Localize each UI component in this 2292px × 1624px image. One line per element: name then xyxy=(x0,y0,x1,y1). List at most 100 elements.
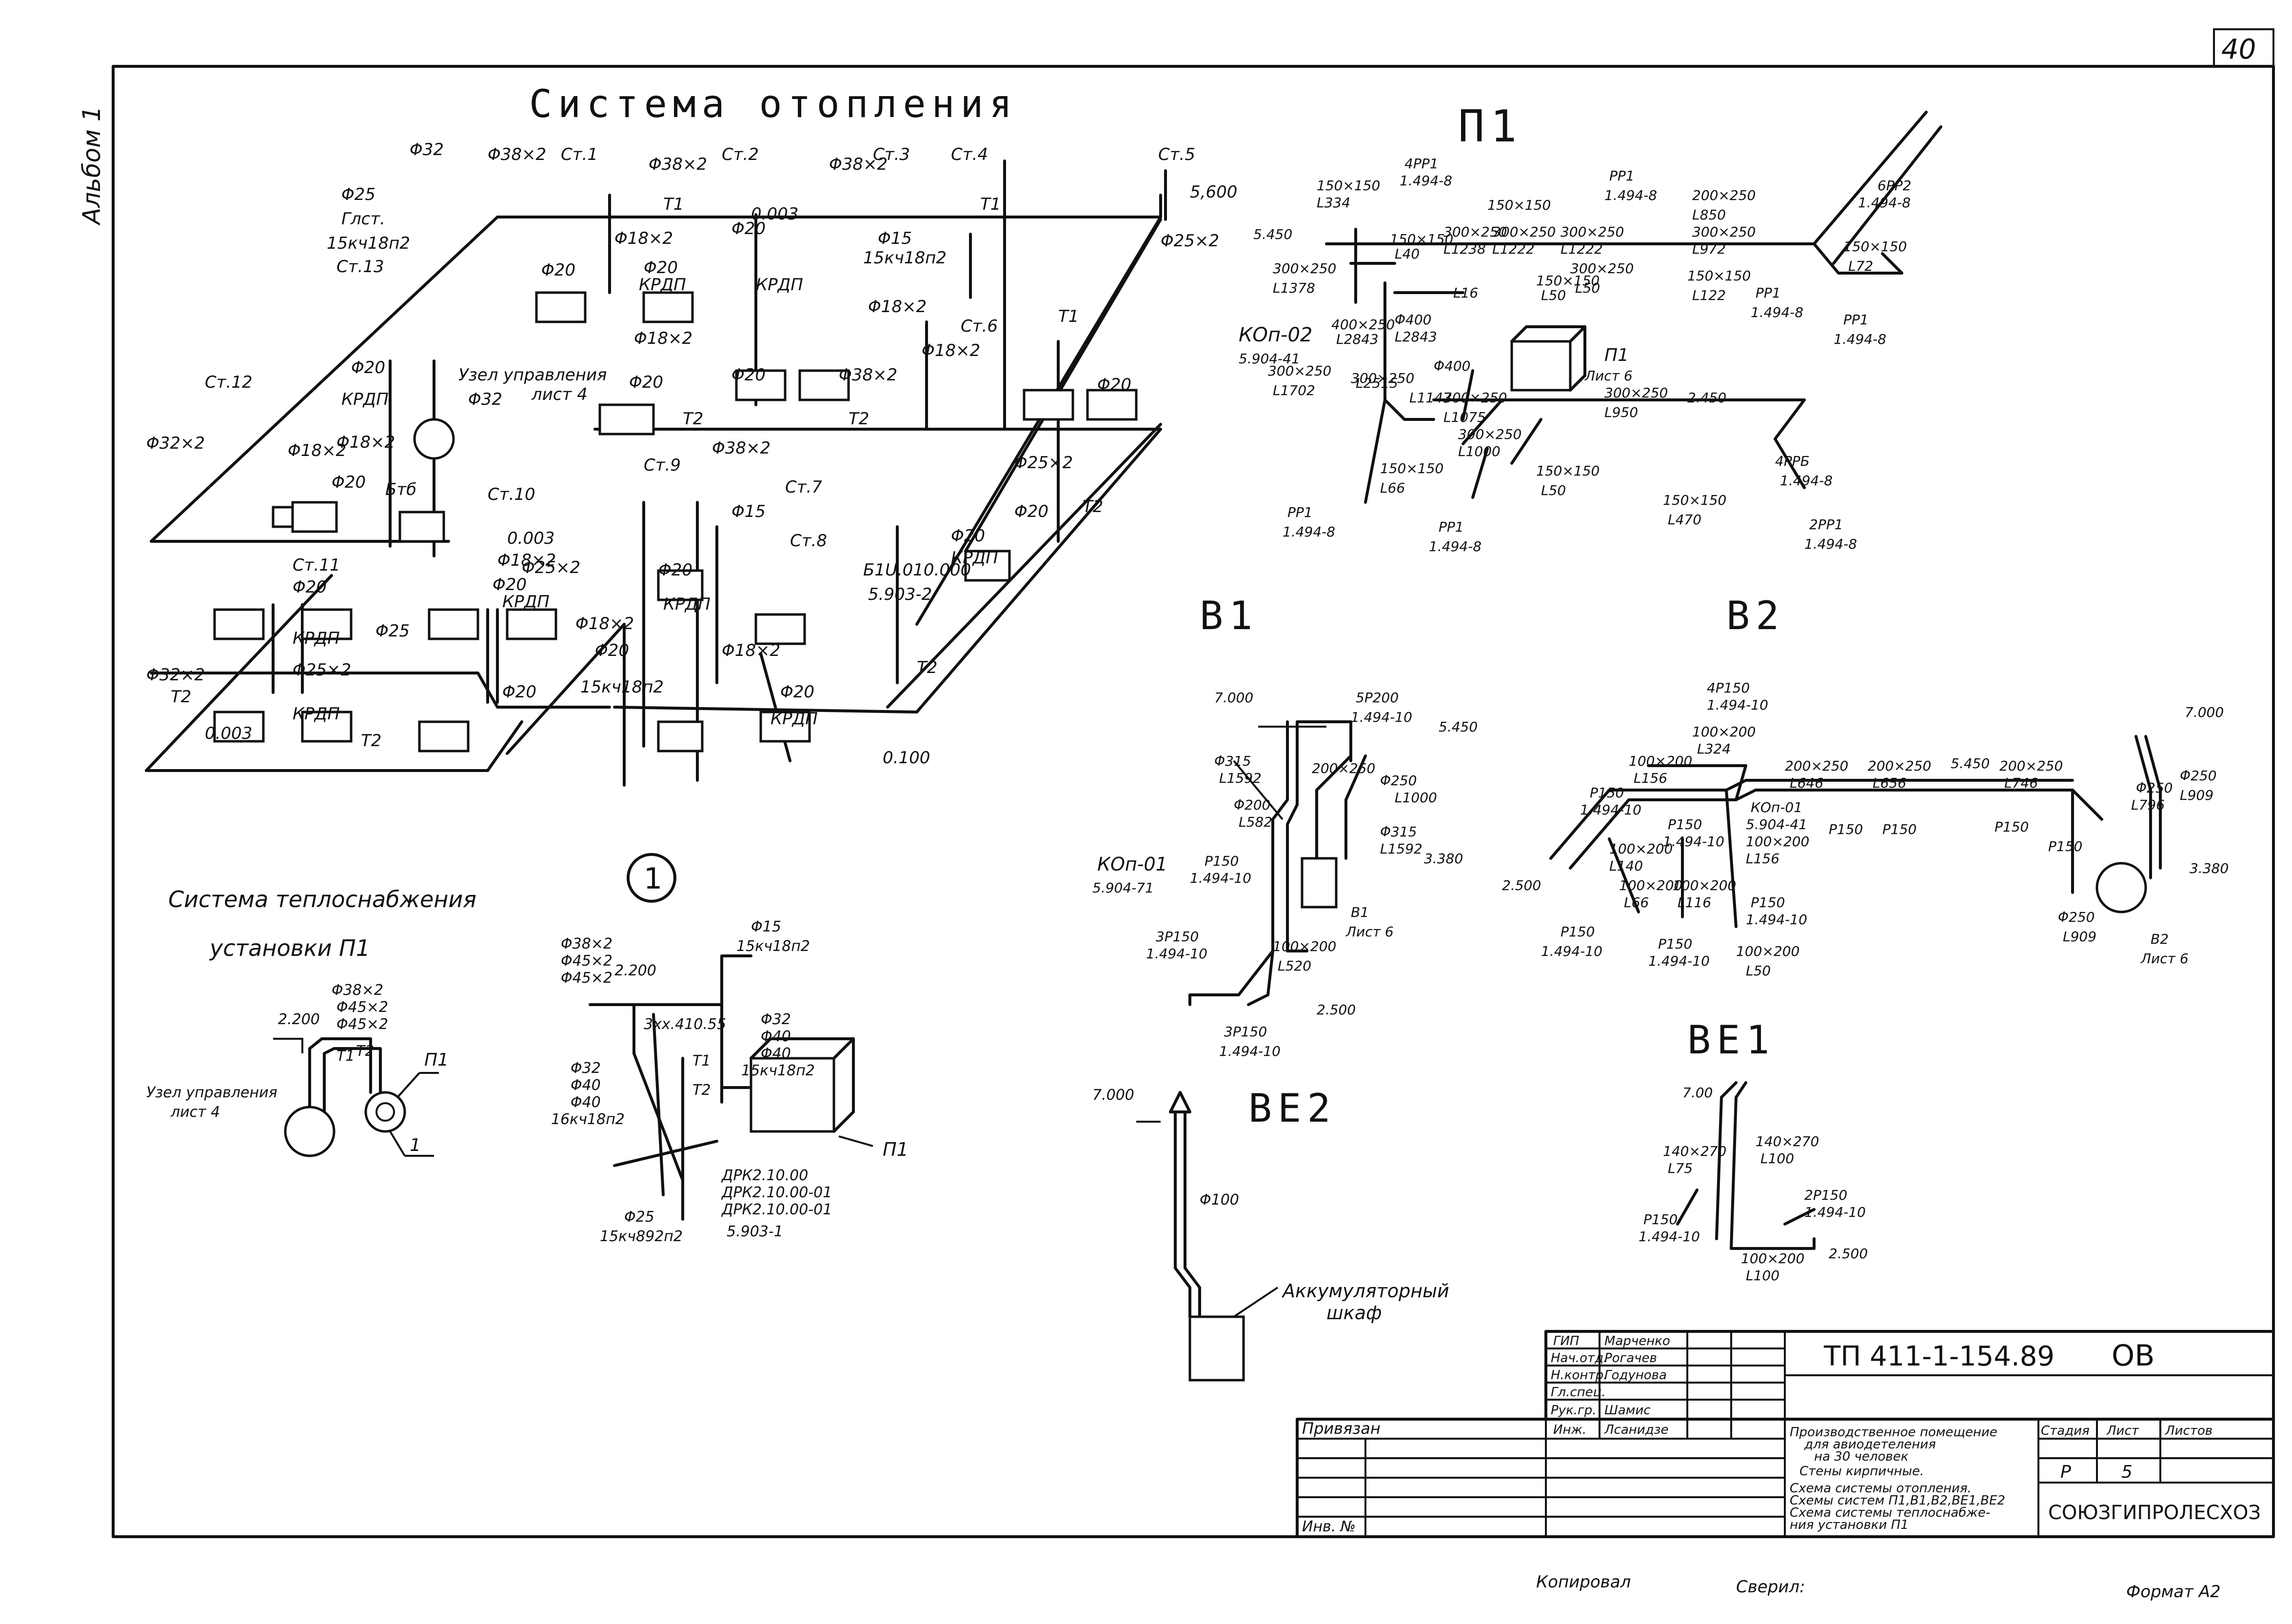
p1-duct: 150×150 xyxy=(1380,460,1443,476)
b2-grille: Р150 xyxy=(1590,785,1624,801)
organization: СОЮЗГИПРОЛЕСХОЗ xyxy=(2048,1502,2261,1524)
pipe-label: Т2 xyxy=(171,687,191,707)
be1-duct: 140×270 xyxy=(1756,1133,1819,1149)
person-name: Шамис xyxy=(1604,1403,1651,1418)
sheet-number: 40 xyxy=(2221,34,2256,65)
hs-pipe: Т1 xyxy=(336,1048,355,1065)
riser-label: Ст.13 xyxy=(336,257,384,277)
detail-diameter: Φ25 xyxy=(624,1208,654,1226)
p1-grille: 6РР2 xyxy=(1877,178,1911,194)
sheet-desc-line: Схемы систем П1,В1,В2,ВЕ1,ВЕ2 xyxy=(1790,1493,2005,1508)
heating-title: Система отопления xyxy=(529,82,1018,126)
b2-duct: 100×200 xyxy=(1609,841,1673,857)
riser-label: Ст.12 xyxy=(205,373,253,392)
detail-diameter: Φ40 xyxy=(761,1028,791,1045)
detail-code: ДРК2.10.00-01 xyxy=(721,1201,832,1218)
p1-duct: 300×250 xyxy=(1351,370,1414,386)
detail-pipe: Т1 xyxy=(692,1052,711,1069)
p1-unit: П1 xyxy=(1604,345,1629,365)
diameter-label: Φ20 xyxy=(1014,502,1048,521)
detail-elev: 2.200 xyxy=(614,962,656,979)
p1-grille: 4РРБ xyxy=(1775,453,1810,469)
p1-grille: РР1 xyxy=(1439,519,1464,535)
hs-node: Узел управления xyxy=(146,1084,277,1101)
p1-grille-code: 1.494-8 xyxy=(1751,304,1803,320)
b1-duct: Φ315 xyxy=(1214,753,1251,769)
description-line: на 30 человек xyxy=(1814,1449,1909,1464)
title-block: ТП 411-1-154.89 ОВ ГИП Нач.отд. Н.контр.… xyxy=(1296,1330,2275,1538)
p1-elev: 2.450 xyxy=(1687,390,1726,406)
pipe-label: Т2 xyxy=(1083,497,1103,516)
p1-title: П1 xyxy=(1458,101,1522,152)
hs-mark: 1 xyxy=(410,1135,421,1155)
b2-duct: Φ250 xyxy=(2180,768,2216,784)
p1-duct: L66 xyxy=(1380,480,1405,496)
be2-duct: Φ100 xyxy=(1200,1191,1239,1208)
b1-duct: Φ250 xyxy=(1380,772,1417,789)
diameter-label: Φ20 xyxy=(502,682,536,702)
krdp-label: КРДП xyxy=(951,548,998,568)
diameter-label: Φ20 xyxy=(1097,375,1131,395)
b2-duct: L909 xyxy=(2063,929,2096,945)
krdp-label: КРДП xyxy=(293,704,340,724)
riser-label: Ст.4 xyxy=(951,145,988,164)
sheet-desc-line: Схема системы отопления. xyxy=(1790,1481,1972,1496)
p1-duct: L16 xyxy=(1453,285,1478,301)
b2-duct: L646 xyxy=(1790,775,1823,791)
b1-grille: 5Р200 xyxy=(1356,690,1399,706)
sheet-desc-line: Схема системы теплоснабже- xyxy=(1790,1505,1990,1520)
heat-supply-system: Система теплоснабжения установки П1 Φ38×… xyxy=(146,886,476,1157)
p1-duct: L1147 xyxy=(1409,390,1452,406)
heat-supply-title: Система теплоснабжения xyxy=(168,886,476,912)
role-label: Инж. xyxy=(1553,1423,1586,1437)
b2-duct: 100×200 xyxy=(1692,724,1756,740)
diameter-label: Φ20 xyxy=(644,258,678,277)
b2-grille: Р150 xyxy=(1561,924,1595,940)
person-name: Марченко xyxy=(1604,1334,1670,1348)
pipe-label: Т1 xyxy=(663,195,684,214)
p1-grille: 2РР1 xyxy=(1809,516,1843,533)
diameter-label: Φ15 xyxy=(878,229,912,248)
sheet-footer: Копировал Сверил: Формат А2 xyxy=(1536,1572,2221,1602)
hs-unit: П1 xyxy=(424,1050,449,1070)
be2-cabinet: Аккумуляторный xyxy=(1281,1280,1449,1302)
p1-duct: L1000 xyxy=(1458,443,1501,459)
diameter-label: Φ20 xyxy=(658,560,692,580)
system-b2: В2 4Р150 1.494-10 7.000 5.450 3.380 2.50… xyxy=(1502,593,2229,979)
detail-valve: 16кч18п2 xyxy=(551,1111,625,1128)
copied-by: Копировал xyxy=(1536,1572,1631,1592)
detail-valve: 15кч18п2 xyxy=(736,938,810,955)
be2-elev: 7.000 xyxy=(1092,1087,1134,1104)
detail-1: 1 Φ38×2 Φ45×2 Φ45×2 2.200 Φ15 15кч18п2 3… xyxy=(551,853,909,1245)
slope-label: 0.003 xyxy=(507,529,554,548)
b1-grille: 3Р150 xyxy=(1156,929,1199,945)
diameter-label: Φ38×2 xyxy=(488,145,546,164)
p1-duct: 150×150 xyxy=(1487,197,1551,213)
sheet-desc-line: ния установки П1 xyxy=(1790,1518,1909,1532)
b2-duct: 200×250 xyxy=(1999,758,2063,774)
p1-duct: L50 xyxy=(1575,280,1600,296)
heat-supply-title: установки П1 xyxy=(209,935,370,961)
b2-duct: 200×250 xyxy=(1868,758,1931,774)
b2-grille-code: 1.494-10 xyxy=(1541,943,1602,959)
riser-label: Ст.10 xyxy=(488,485,535,504)
be1-duct: L100 xyxy=(1760,1150,1794,1167)
b1-duct: L1592 xyxy=(1380,841,1423,857)
role-label: Рук.гр. xyxy=(1551,1403,1596,1418)
detail-diameter: Φ45×2 xyxy=(561,970,613,987)
p1-grille-code: 1.494-8 xyxy=(1604,187,1657,203)
riser-label: Ст.11 xyxy=(293,555,340,575)
b2-grille-code: 1.494-10 xyxy=(1746,911,1807,928)
p1-duct: L1702 xyxy=(1273,382,1315,398)
p1-duct: 300×250 xyxy=(1458,426,1521,442)
role-label: ГИП xyxy=(1553,1334,1580,1348)
b2-duct: 100×200 xyxy=(1673,877,1736,893)
be1-title: ВЕ1 xyxy=(1687,1017,1776,1063)
b2-duct: L796 xyxy=(2131,797,2165,813)
detail-diameter: Φ32 xyxy=(571,1060,601,1077)
p1-duct: L470 xyxy=(1668,512,1701,528)
description-line: Производственное помещение xyxy=(1790,1425,1997,1440)
detail-code: 5.903-1 xyxy=(727,1223,783,1240)
diameter-label: Φ18×2 xyxy=(868,297,927,317)
